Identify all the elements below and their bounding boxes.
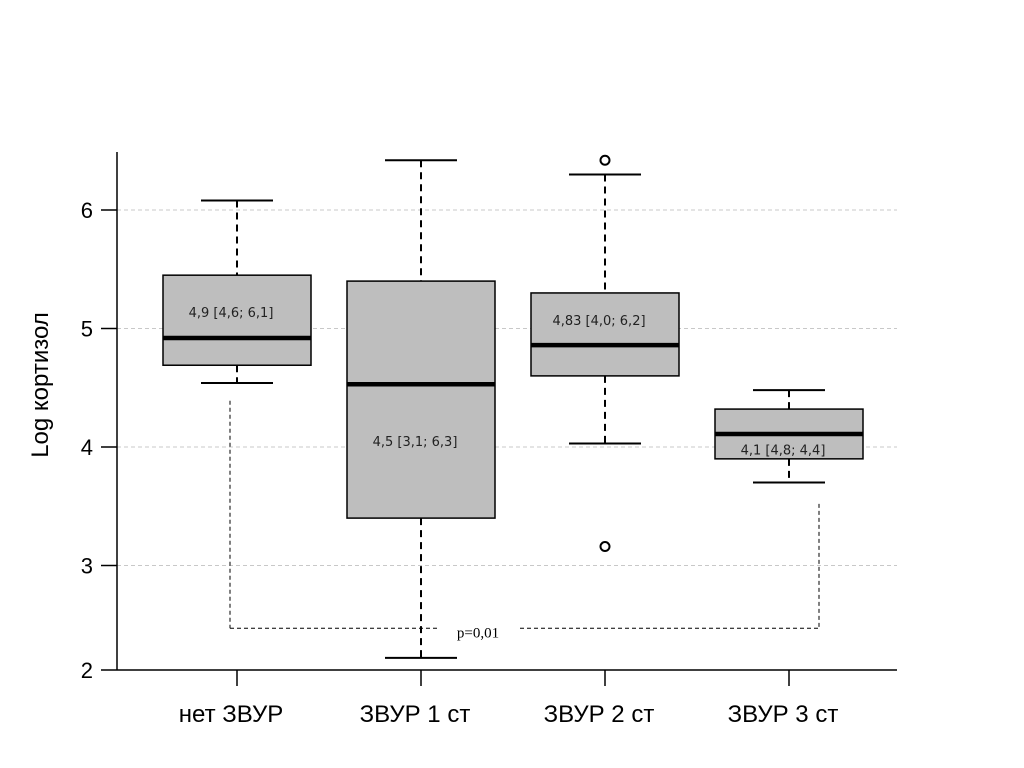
x-tick-label: нет ЗВУР: [179, 701, 283, 728]
y-tick-label: 3: [81, 554, 93, 579]
y-tick-label: 5: [81, 317, 93, 342]
box-group: 4,83 [4,0; 6,2]: [530, 154, 680, 553]
box-iqr: [162, 274, 312, 366]
y-tick-label: 2: [81, 658, 93, 683]
significance-bracket: p=0,01: [229, 400, 820, 641]
box-stat-label: 4,5 [3,1; 6,3]: [373, 435, 458, 450]
box-group: 4,9 [4,6; 6,1]: [162, 199, 312, 385]
p-value-label: p=0,01: [457, 625, 499, 641]
box-stat-label: 4,9 [4,6; 6,1]: [189, 306, 274, 321]
outlier-point: [599, 154, 611, 166]
box-series: 4,9 [4,6; 6,1] 4,5 [3,1; 6,3] 4,83 [4,0; 6…: [162, 154, 864, 659]
y-tick-label: 6: [81, 198, 93, 223]
y-axis-label: Log кортизол: [27, 312, 54, 458]
box-stat-label: 4,1 [4,8; 4,4]: [741, 443, 826, 458]
grid-lines: [117, 209, 897, 566]
x-tick-label: ЗВУР 3 ст: [728, 701, 839, 728]
y-tick-label: 4: [81, 435, 93, 460]
box-iqr: [346, 280, 496, 519]
box-group: 4,1 [4,8; 4,4]: [714, 389, 864, 484]
box-iqr: [530, 292, 680, 377]
box-stat-label: 4,83 [4,0; 6,2]: [552, 314, 645, 329]
x-tick-label: ЗВУР 1 ст: [360, 701, 471, 728]
box-group: 4,5 [3,1; 6,3]: [346, 159, 496, 659]
x-tick-label: ЗВУР 2 ст: [544, 701, 655, 728]
outlier-point: [599, 541, 611, 553]
axes: 2 3 4 5 6 нет ЗВУР ЗВУР 1 ст ЗВУР 2 ст ЗВУР 3 ст: [81, 152, 897, 728]
